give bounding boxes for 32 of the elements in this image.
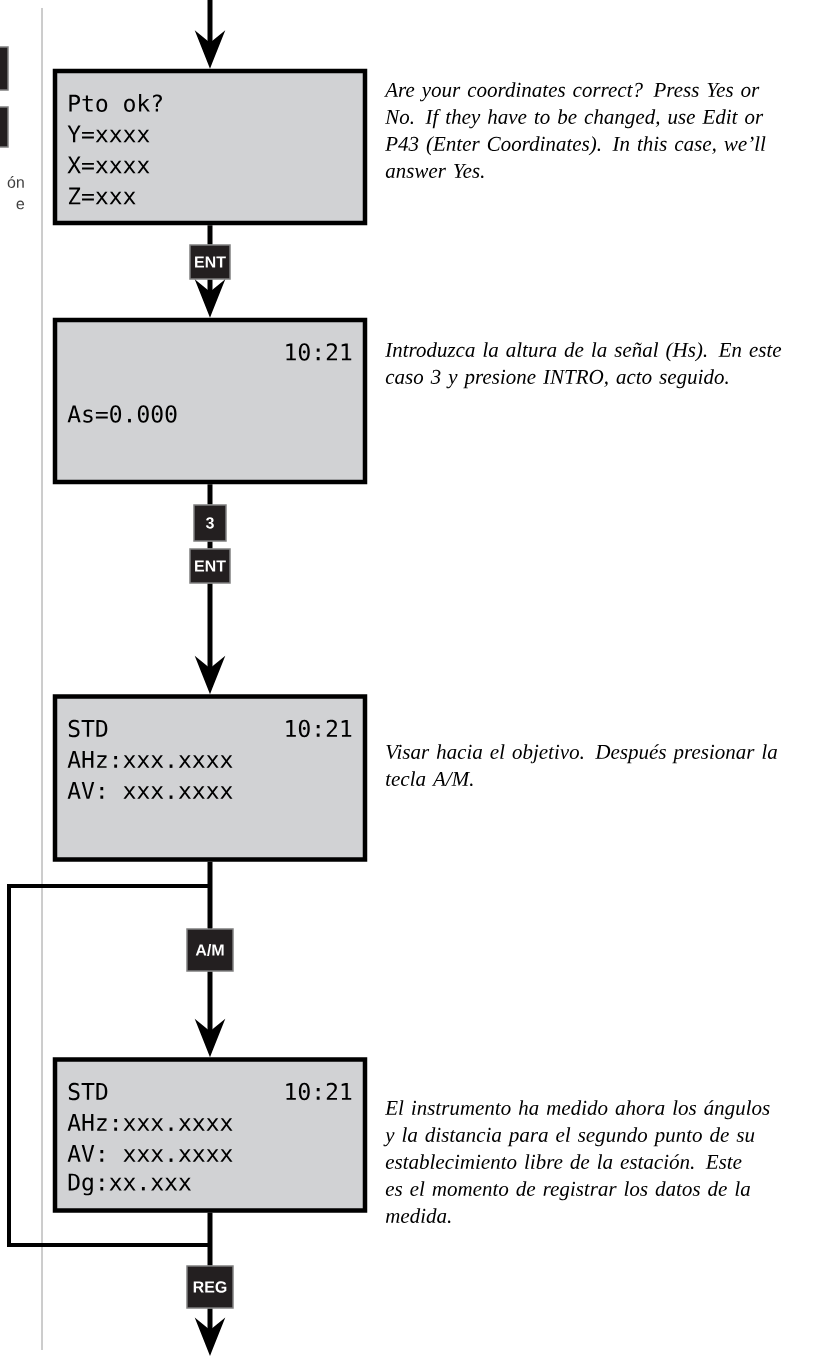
description-text: Are your coordinates correct? Press Yes or No. If they have to be changed, use Edit or P43 (Enter Coordinates). In this case, we’ll answer Yes. [384, 82, 766, 179]
key-button: ENT [189, 548, 231, 584]
key-button: ENT [189, 244, 231, 280]
screen-text: 10:21 [286, 343, 352, 361]
screen-text: AV: xxx.xxxx [67, 782, 233, 799]
connector-line [207, 1212, 213, 1266]
connector-line [207, 861, 213, 929]
side-text: ón [7, 176, 24, 188]
connector-line [207, 541, 213, 549]
screen-text: Dg:xx.xxx [68, 1173, 191, 1196]
screen-text: 10:21 [286, 1082, 352, 1101]
screen-text: Pto ok? [69, 94, 162, 112]
screen-text: Y=xxxx [67, 125, 150, 143]
description-text: Introduzca la altura de la señal (Hs). En este caso 3 y presione INTRO, acto seguido. [385, 342, 782, 389]
description-text: Visar hacia el objetivo. Después presionar la tecla A/M. [386, 744, 777, 787]
key-button: 3 [193, 504, 227, 542]
screen-text: X=xxxx [67, 156, 150, 174]
connector-line [207, 484, 213, 505]
side-text: e [16, 200, 25, 210]
screen-text: STD [68, 719, 108, 738]
screen-text: STD [68, 1082, 108, 1101]
connector-line [207, 225, 213, 245]
screen-text: AHz:xxx.xxxx [67, 1114, 233, 1131]
key-button: REG [186, 1265, 234, 1309]
description-text: El instrumento ha medido ahora los ángulos y la distancia para el segundo punto de su establecimiento libre de la estación. Este es el momento de registrar los datos de la medida. [383, 1100, 770, 1224]
key-button: A/M [186, 928, 234, 972]
connector-line [7, 884, 212, 1247]
screen-text: Z=xxx [68, 187, 136, 205]
screen-text: AV: xxx.xxxx [67, 1145, 233, 1162]
screen-text: As=0.000 [67, 405, 177, 423]
screen-text: 10:21 [286, 719, 352, 738]
screen-text: AHz:xxx.xxxx [67, 751, 233, 768]
